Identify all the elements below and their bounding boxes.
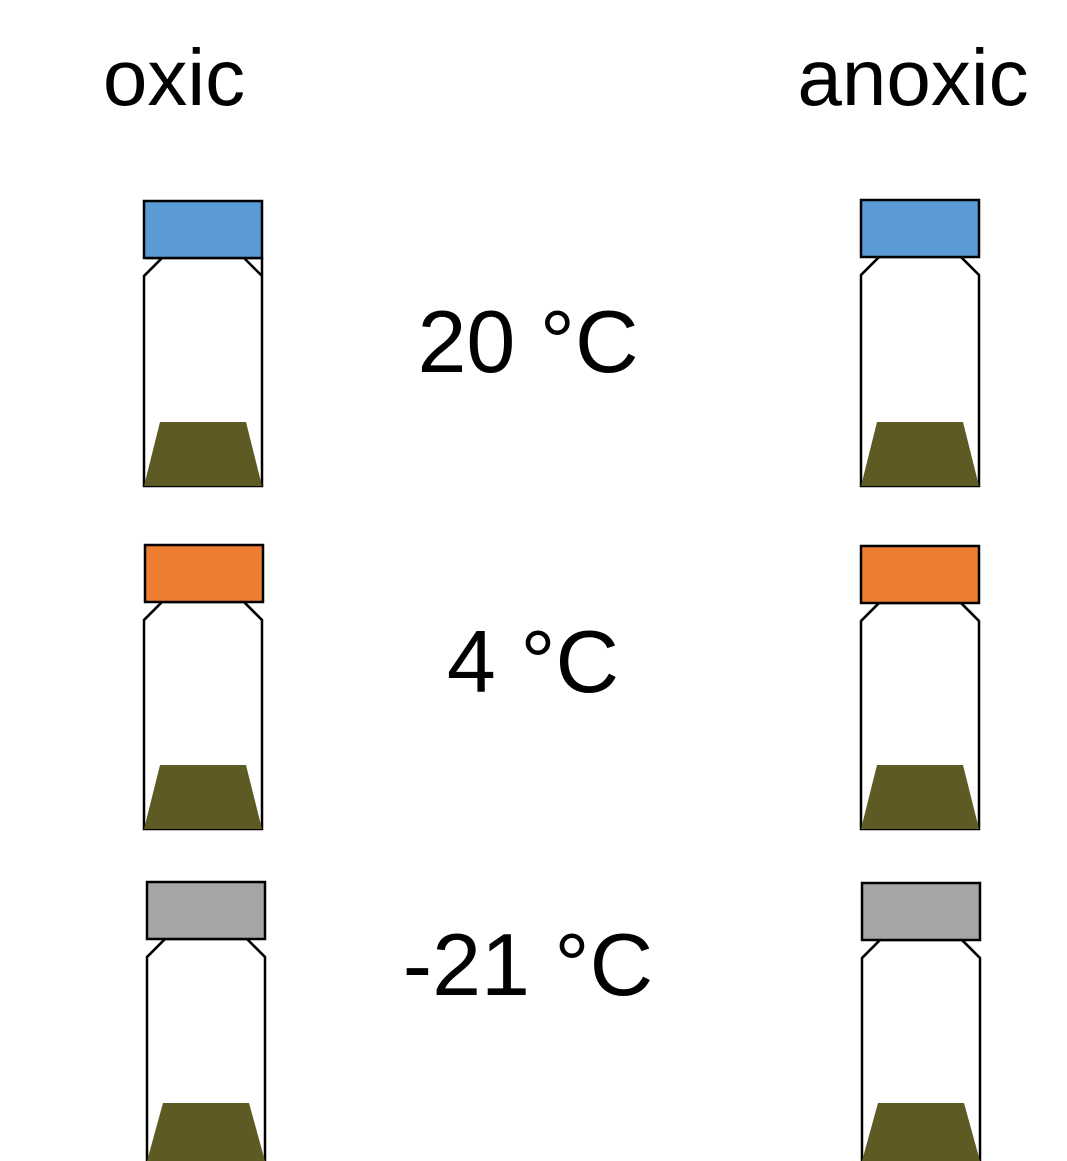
sediment xyxy=(861,765,979,829)
vial-neck xyxy=(146,938,266,958)
vial-neck xyxy=(143,257,263,277)
sediment xyxy=(144,422,262,486)
vial-cap-blue xyxy=(142,199,264,260)
sediment xyxy=(144,765,262,829)
vial-anoxic-20c xyxy=(859,198,981,488)
column-label-anoxic: anoxic xyxy=(797,33,1028,122)
vial-oxic-20c xyxy=(142,199,264,488)
temperature-label-20: 20 °C xyxy=(417,292,638,391)
vial-anoxic-4c xyxy=(859,544,981,831)
vial-anoxic-minus21c xyxy=(860,881,982,1161)
column-label-oxic: oxic xyxy=(103,33,245,122)
vial-neck xyxy=(143,601,263,621)
vial-cap-orange xyxy=(143,543,265,604)
vial-cap-blue xyxy=(859,198,981,259)
vial-oxic-minus21c xyxy=(145,880,267,1161)
temperature-label-minus21: -21 °C xyxy=(403,915,653,1014)
temperature-label-4: 4 °C xyxy=(447,612,619,711)
sediment xyxy=(147,1103,265,1161)
vial-neck xyxy=(861,939,981,959)
vial-neck xyxy=(860,602,980,622)
vial-cap-orange xyxy=(859,544,981,605)
sediment xyxy=(862,1103,980,1161)
sediment xyxy=(861,422,979,486)
vial-cap-gray xyxy=(145,880,267,941)
vial-cap-gray xyxy=(860,881,982,942)
vial-neck xyxy=(860,256,980,276)
vial-oxic-4c xyxy=(142,543,265,831)
